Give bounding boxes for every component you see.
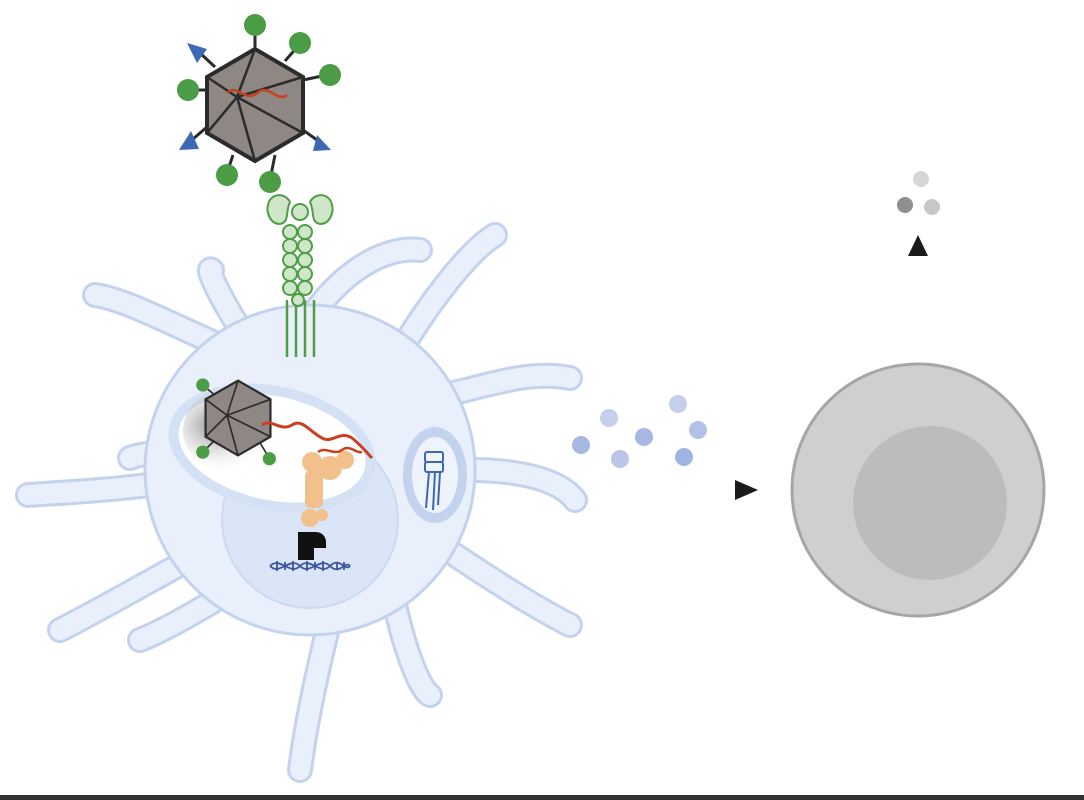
- responding-cell: [790, 362, 1046, 618]
- secreted-factors: [897, 171, 940, 215]
- internalized-virus: [196, 378, 276, 466]
- surface-receptor: [266, 194, 334, 357]
- secretory-vesicle: [403, 427, 467, 523]
- sensor-bound-genome: [317, 446, 363, 454]
- fiber-knobs: [177, 14, 341, 193]
- endosome: [168, 378, 376, 513]
- fiber-triangles: [179, 43, 331, 151]
- viral-genome: [226, 88, 288, 99]
- cell-to-cell-arrow: [528, 480, 758, 500]
- cytokine-cluster: [572, 395, 707, 468]
- dna-helix: [269, 561, 351, 571]
- transcription-factor: [298, 532, 326, 560]
- bottom-border: [0, 795, 1084, 800]
- secretion-arrow: [908, 235, 928, 350]
- cytosolic-sensor: [301, 451, 354, 527]
- capsid: [205, 46, 305, 164]
- virus-particle: [177, 14, 341, 193]
- viral-genome-released: [261, 421, 374, 460]
